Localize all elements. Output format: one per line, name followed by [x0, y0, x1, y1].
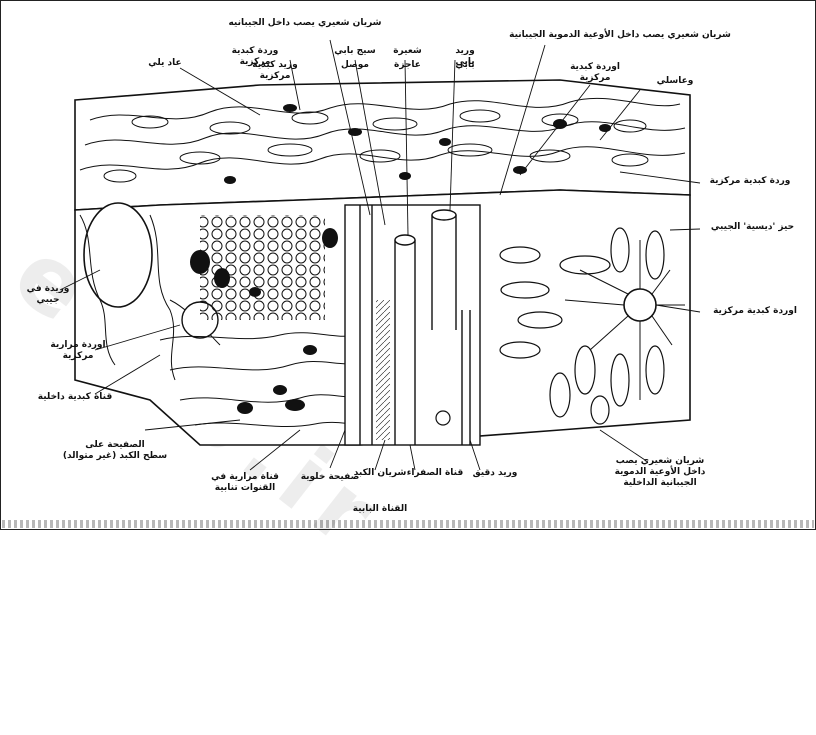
label-bile-duct: قناة الصفراء — [405, 468, 465, 479]
label-sinusoidal-arteriole-top: شريان شعيري يصب داخل الجيبانيه — [200, 18, 410, 29]
label-plates-on-surface: الصفيحة على سطح الكبد (غير متوالد) — [55, 440, 175, 462]
label-kupffer: وعاسلي — [640, 76, 710, 87]
label-central-vein-left: اوردة مرارية مركزية — [38, 340, 118, 362]
label-bile-canaliculus: عاجزة — [385, 60, 430, 71]
label-disse-space: حيز 'ديسية' الجيبي — [700, 222, 805, 233]
label-inner-channel: قناة كبدية داخلية — [30, 392, 120, 403]
scan-edge — [2, 520, 814, 528]
label-hepatic-artery: شريان الكبد — [350, 468, 410, 479]
label-central-vein-right-low: اوردة كبدية مركزية — [700, 306, 810, 317]
label-bile-ductule: شعيرة — [385, 46, 430, 57]
portal-canal-hatch — [376, 300, 390, 440]
block-top-surface — [75, 80, 690, 210]
central-vein-right-circle — [624, 289, 656, 321]
label-central-vein-right: وردة كبدية مركزية — [695, 176, 805, 187]
label-bile-tubules: قناة مرارية في القنوات تنابية — [190, 472, 300, 494]
label-portal-vein-2: بابي — [445, 60, 485, 71]
label-central-vein-top: وريد كبدية مركزية — [245, 60, 305, 82]
label-central-vein-right-top: اوردة كبدية مركزية — [555, 62, 635, 84]
label-artery-capillary-sinusoids: شريان شعيري يصب داخل الأوعية الدموية الج… — [500, 30, 740, 41]
label-connective: موصل — [330, 60, 380, 71]
label-vessel-top-left: عاد يلي — [140, 58, 190, 69]
label-arterial-capillary-inner: شريان شعيري يصب داخل الأوعية الدموية الج… — [600, 456, 720, 489]
label-small-vein: وريد دقيق — [465, 468, 525, 479]
label-vein-left: وريدة في جيبي — [18, 284, 78, 306]
label-portal-canal: القناة البابية — [330, 504, 430, 515]
kupffer-cell — [436, 411, 450, 425]
hepatocyte-cluster — [200, 215, 325, 320]
label-portal-sinusoid: سيج بابي — [330, 46, 380, 57]
left-vein — [84, 203, 152, 307]
